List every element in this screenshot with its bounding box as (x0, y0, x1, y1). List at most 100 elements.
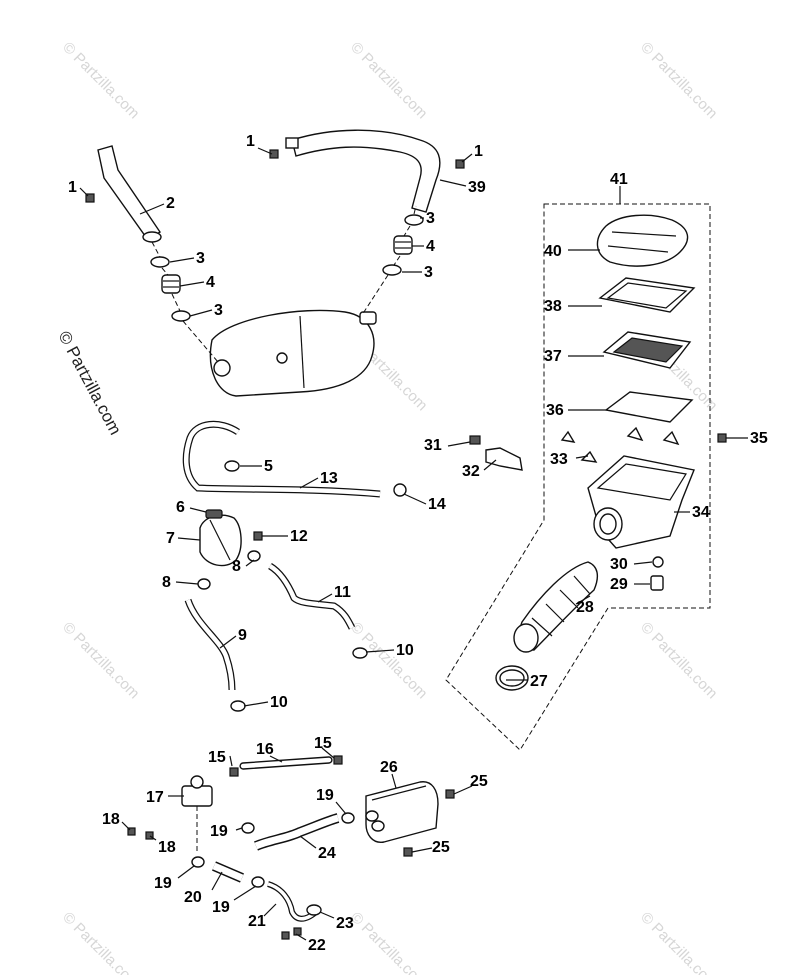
callout-35[interactable]: 35 (750, 430, 768, 447)
part-19-clamp[interactable] (251, 876, 265, 888)
callout-19[interactable]: 19 (210, 823, 228, 840)
callout-15[interactable]: 15 (314, 735, 332, 752)
callout-18[interactable]: 18 (158, 839, 176, 856)
callout-2[interactable]: 2 (166, 195, 175, 212)
callout-8[interactable]: 8 (162, 574, 171, 591)
callout-41[interactable]: 41 (610, 171, 628, 188)
part-30-clamp[interactable] (652, 556, 664, 568)
part-25-screw[interactable] (403, 847, 413, 857)
callout-36[interactable]: 36 (546, 402, 564, 419)
part-21-pipe[interactable] (266, 881, 318, 922)
callout-6[interactable]: 6 (176, 499, 185, 516)
part-24-hose[interactable] (254, 813, 340, 851)
part-5-clamp[interactable] (224, 460, 240, 472)
callout-39[interactable]: 39 (468, 179, 486, 196)
part-7-valve-body[interactable] (199, 509, 242, 567)
callout-26[interactable]: 26 (380, 759, 398, 776)
part-26-resonator[interactable] (365, 781, 439, 843)
part-clamp-3[interactable] (382, 264, 402, 276)
callout-31[interactable]: 31 (424, 437, 442, 454)
callout-10[interactable]: 10 (270, 694, 288, 711)
part-15-clip[interactable] (229, 767, 239, 777)
callout-21[interactable]: 21 (248, 913, 266, 930)
part-27-clamp[interactable] (495, 665, 529, 691)
part-8-clamp[interactable] (247, 550, 261, 562)
part-15-clip[interactable] (333, 755, 343, 765)
bolts-1[interactable] (85, 149, 465, 203)
part-25-screw[interactable] (445, 789, 455, 799)
part-10-clamp[interactable] (352, 647, 368, 659)
part-32-bracket[interactable] (485, 447, 523, 471)
callout-4[interactable]: 4 (206, 274, 215, 291)
callout-7[interactable]: 7 (166, 530, 175, 547)
callout-19[interactable]: 19 (212, 899, 230, 916)
callout-27[interactable]: 27 (530, 673, 548, 690)
part-10-clamp[interactable] (230, 700, 246, 712)
part-14-clamp[interactable] (393, 483, 407, 497)
part-cvt-cover[interactable] (209, 309, 377, 397)
callout-18[interactable]: 18 (102, 811, 120, 828)
callout-25[interactable]: 25 (470, 773, 488, 790)
callout-5[interactable]: 5 (264, 458, 273, 475)
part-38-gasket[interactable] (598, 277, 696, 313)
part-20-hose[interactable] (212, 861, 244, 883)
part-37-filter[interactable] (602, 331, 692, 369)
callout-38[interactable]: 38 (544, 298, 562, 315)
part-22-screws[interactable] (281, 927, 302, 940)
part-19-clamp[interactable] (341, 812, 355, 824)
callout-25[interactable]: 25 (432, 839, 450, 856)
part-23-grommet[interactable] (306, 904, 322, 916)
part-29-plug[interactable] (650, 575, 664, 591)
callout-19[interactable]: 19 (154, 875, 172, 892)
part-19-clamp[interactable] (241, 822, 255, 834)
callout-1[interactable]: 1 (68, 179, 77, 196)
part-28-intake-boot[interactable] (513, 561, 599, 653)
part-clamp-3[interactable] (150, 256, 170, 268)
callout-8[interactable]: 8 (232, 558, 241, 575)
part-40-airbox-cover[interactable] (596, 214, 689, 267)
callout-13[interactable]: 13 (320, 470, 338, 487)
part-17-valve[interactable] (181, 775, 213, 852)
callout-20[interactable]: 20 (184, 889, 202, 906)
part-36-plate[interactable] (604, 391, 694, 423)
callout-3[interactable]: 3 (424, 264, 433, 281)
callout-11[interactable]: 11 (334, 584, 351, 601)
callout-9[interactable]: 9 (238, 627, 247, 644)
callout-32[interactable]: 32 (462, 463, 480, 480)
part-boot-4[interactable] (161, 274, 181, 294)
callout-3[interactable]: 3 (196, 250, 205, 267)
part-clamp-3[interactable] (171, 310, 191, 322)
callout-17[interactable]: 17 (146, 789, 164, 806)
callout-4[interactable]: 4 (426, 238, 435, 255)
part-34-airbox[interactable] (587, 455, 695, 549)
part-18-screw[interactable] (145, 831, 154, 840)
callout-19[interactable]: 19 (316, 787, 334, 804)
callout-14[interactable]: 14 (428, 496, 446, 513)
callout-37[interactable]: 37 (544, 348, 562, 365)
callout-22[interactable]: 22 (308, 937, 326, 954)
callout-28[interactable]: 28 (576, 599, 594, 616)
part-31-bolt[interactable] (469, 435, 481, 445)
part-16-rod[interactable] (239, 756, 333, 770)
callout-10[interactable]: 10 (396, 642, 414, 659)
part-9-hose[interactable] (184, 598, 236, 691)
part-35-screw[interactable] (717, 433, 727, 443)
part-33-clips[interactable] (560, 426, 680, 463)
callout-15[interactable]: 15 (208, 749, 226, 766)
callout-1[interactable]: 1 (474, 143, 483, 160)
callout-23[interactable]: 23 (336, 915, 354, 932)
callout-3[interactable]: 3 (426, 210, 435, 227)
callout-1[interactable]: 1 (246, 133, 255, 150)
part-18-screw[interactable] (127, 827, 136, 836)
part-11-hose[interactable] (268, 562, 356, 630)
callout-29[interactable]: 29 (610, 576, 628, 593)
part-13-breather-hose[interactable] (182, 420, 381, 498)
callout-12[interactable]: 12 (290, 528, 308, 545)
part-clamp-3[interactable] (404, 214, 424, 226)
part-8-clamp[interactable] (197, 578, 211, 590)
callout-33[interactable]: 33 (550, 451, 568, 468)
callout-3[interactable]: 3 (214, 302, 223, 319)
part-2-intake-duct[interactable] (97, 145, 162, 243)
callout-16[interactable]: 16 (256, 741, 274, 758)
callout-40[interactable]: 40 (544, 243, 562, 260)
